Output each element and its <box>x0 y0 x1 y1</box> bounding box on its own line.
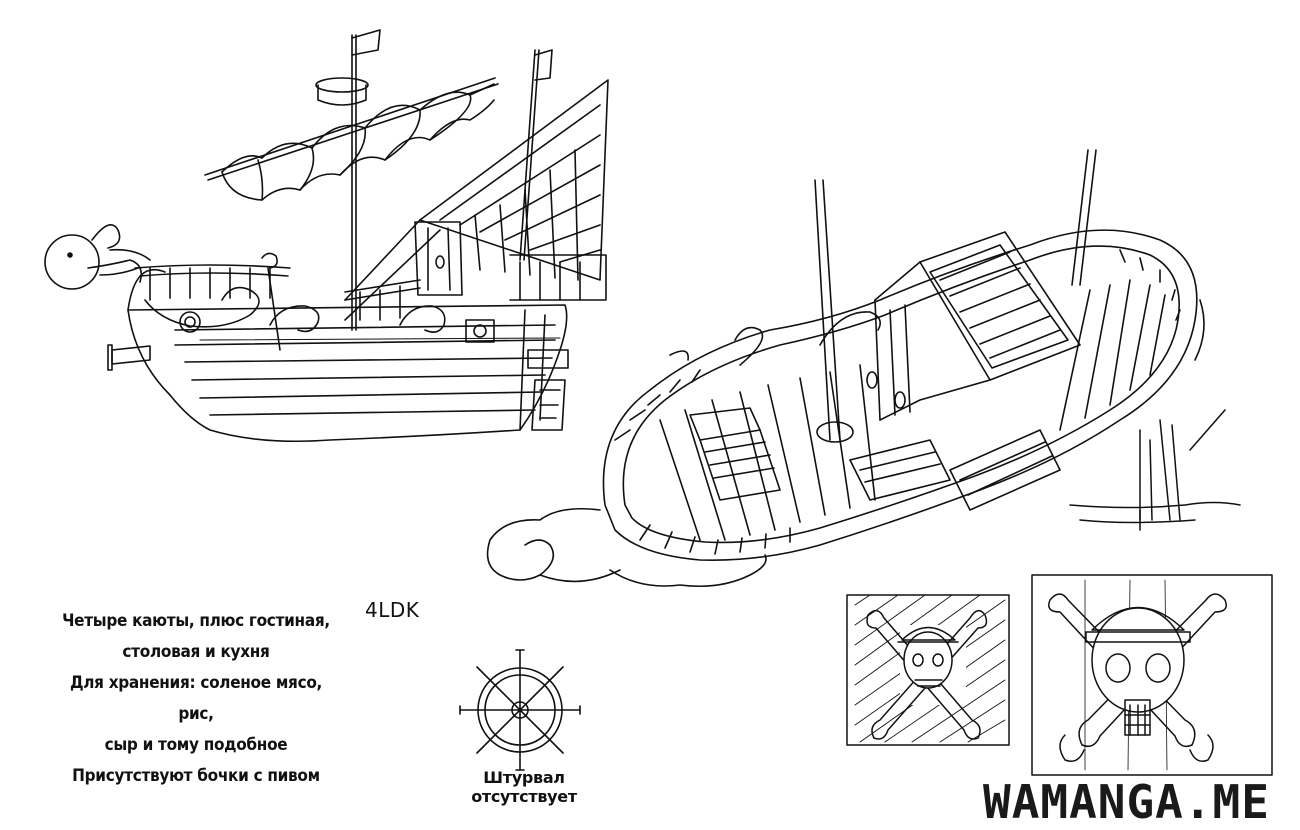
watermark: WAMANGA.ME <box>983 775 1270 829</box>
note-line: столовая и кухня <box>122 642 270 662</box>
note-line: Присутствуют бочки с пивом <box>72 766 320 786</box>
jolly-roger-flag-1 <box>846 594 1010 746</box>
ship-wheel-drawing <box>459 649 581 771</box>
layout-label: 4LDK <box>365 598 420 622</box>
ship-top-view <box>486 149 1205 588</box>
corner-sketch <box>1069 409 1241 531</box>
ship-notes: Четыре каюты, плюс гостиная, столовая и … <box>56 606 336 792</box>
note-line: Для хранения: соленое мясо, рис, <box>69 673 323 724</box>
ship-side-view <box>44 29 609 443</box>
note-line: Четыре каюты, плюс гостиная, <box>62 611 330 631</box>
note-line: сыр и тому подобное <box>104 735 288 755</box>
jolly-roger-flag-2 <box>1031 574 1273 776</box>
wheel-caption: Штурвал отсутствует <box>471 768 577 806</box>
